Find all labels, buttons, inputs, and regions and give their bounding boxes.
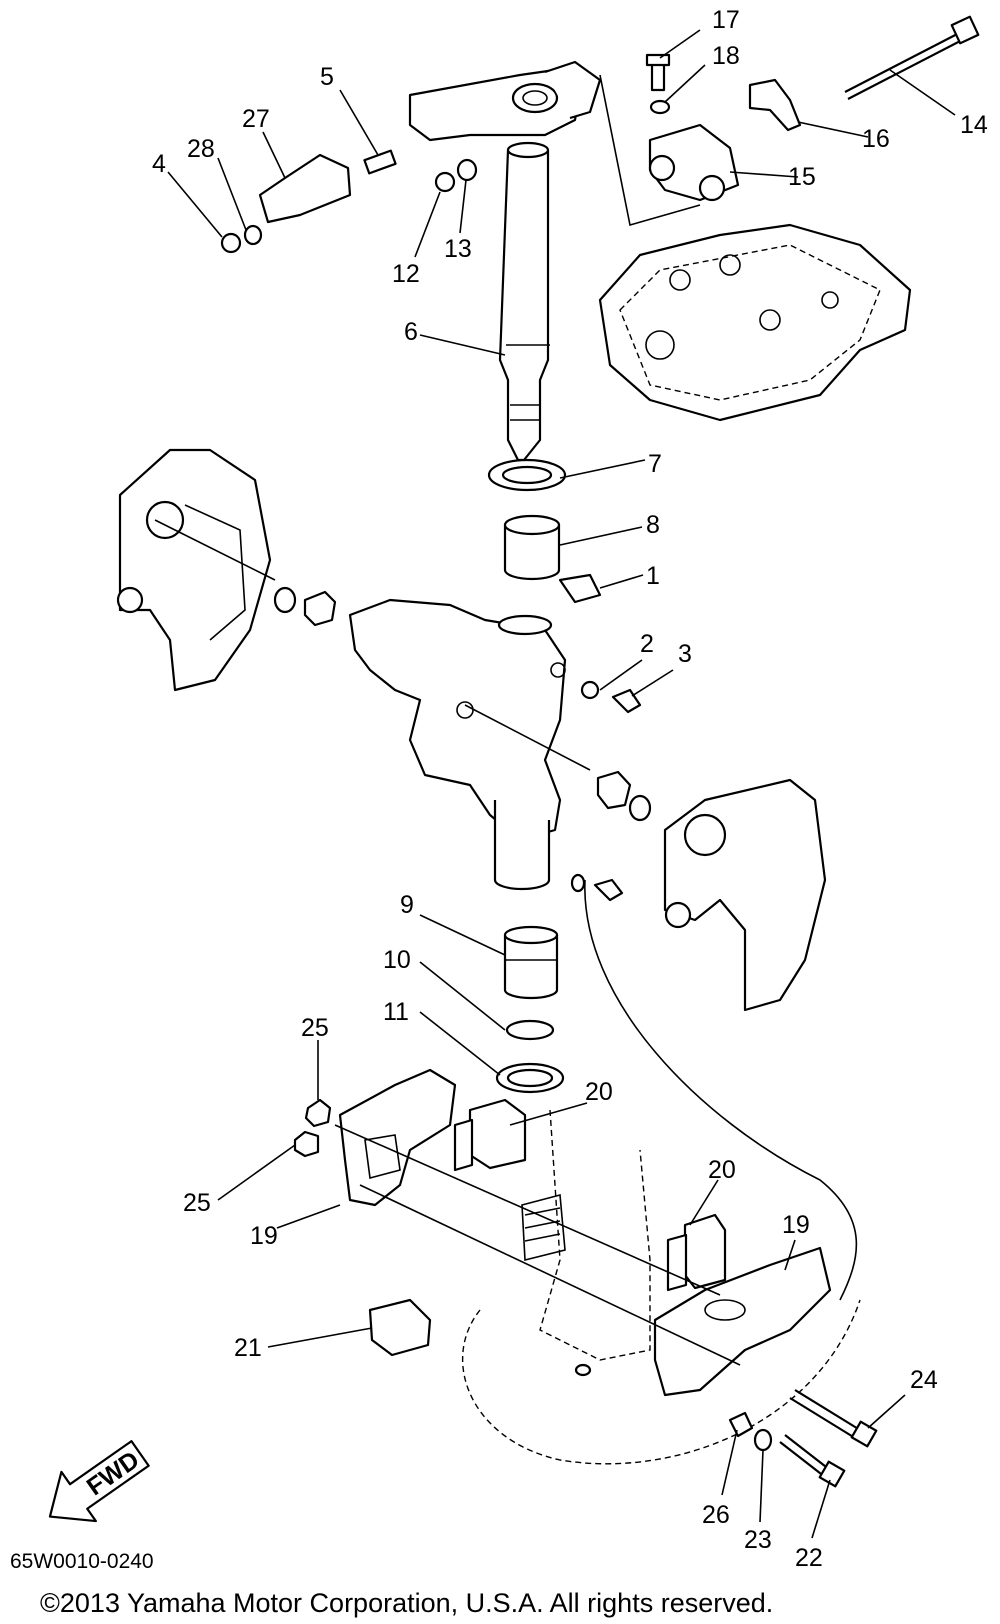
callout-12: 12 [392,260,420,288]
leader-lines [167,29,956,1539]
callout-8: 8 [646,511,660,539]
mount-19-left [338,1068,457,1207]
callout-28: 28 [187,135,215,163]
callout-6: 6 [404,318,418,346]
callout-25-upper: 25 [301,1014,329,1042]
drawing-code: 65W0010-0240 [10,1550,154,1573]
callout-5: 5 [320,63,334,91]
callout-27: 27 [242,105,270,133]
callout-16: 16 [862,125,890,153]
axis-line-2 [464,704,591,771]
callout-19-left: 19 [250,1222,278,1250]
mount-19-right [653,1246,832,1397]
small-hardware-top [220,53,671,254]
callout-9: 9 [400,891,414,919]
mount-assembly [648,15,980,202]
callout-11: 11 [383,998,409,1026]
callout-numbers: 17 18 5 27 14 28 16 4 15 12 13 6 7 8 1 2… [152,6,988,1572]
callout-7: 7 [648,450,662,478]
callout-18: 18 [712,42,740,70]
nut-25-lower [293,1130,320,1158]
callout-24: 24 [910,1366,938,1394]
callout-20-left: 20 [585,1078,613,1106]
bushing-8 [503,514,561,581]
damper-21 [368,1298,432,1357]
nut-25-upper [304,1098,332,1128]
callout-19-right: 19 [782,1211,810,1239]
washer-23 [753,1428,773,1452]
plate-27 [258,153,352,224]
washer-11 [495,1062,565,1094]
callout-3: 3 [678,640,692,668]
bolt-22 [779,1434,846,1488]
callout-13: 13 [444,235,472,263]
axis-line-4 [359,1184,741,1366]
callout-15: 15 [788,163,816,191]
callout-25-lower: 25 [183,1189,211,1217]
callout-10: 10 [383,946,411,974]
copyright-notice: ©2013 Yamaha Motor Corporation, U.S.A. A… [40,1588,773,1618]
callout-22: 22 [795,1544,823,1572]
callout-26: 26 [702,1501,730,1529]
callout-17: 17 [712,6,740,34]
leader-bracket-line [599,74,701,227]
damper-20-right [666,1213,727,1292]
axis-line-3 [334,1124,721,1296]
callout-14: 14 [960,111,988,139]
o-ring-10 [505,1019,555,1041]
part-1 [558,573,602,604]
lower-casing-outline [462,879,861,1465]
damper-20-left [453,1098,527,1172]
fwd-arrow-icon: FWD [48,1440,150,1523]
callout-20-right: 20 [708,1156,736,1184]
swivel-bracket [348,598,567,891]
axis-line-1 [154,519,276,581]
upper-casing-plate [598,223,912,422]
clamp-bracket-right [663,778,827,1012]
callout-23: 23 [744,1526,772,1554]
callout-2: 2 [640,630,654,658]
steering-bracket [408,60,602,142]
callout-21: 21 [234,1334,262,1362]
bushing-9 [503,925,559,1000]
swivel-hardware [273,586,652,902]
callout-4: 4 [152,150,166,178]
clip-26 [728,1411,754,1438]
steering-shaft [498,141,550,462]
callout-1: 1 [646,562,660,590]
washer-7 [487,458,567,492]
clamp-bracket-left [116,448,272,692]
bolt-24 [789,1389,878,1448]
